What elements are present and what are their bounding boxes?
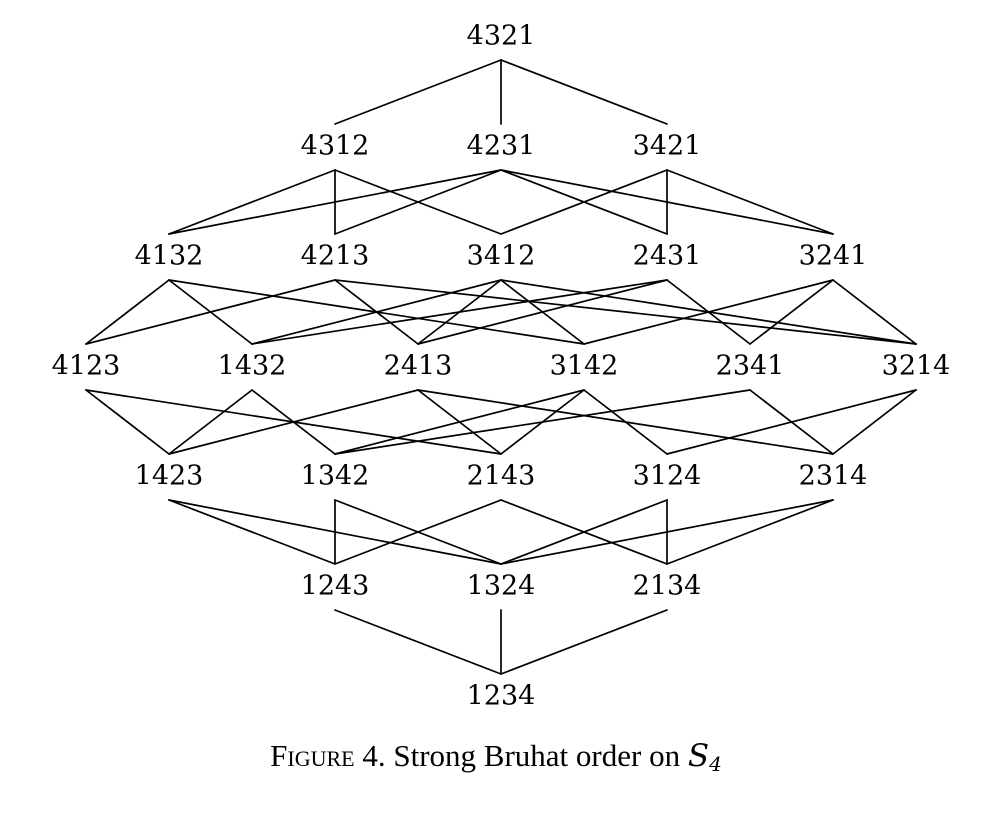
node-2413: 2413 — [384, 351, 453, 382]
edge-4213-3214 — [334, 279, 917, 345]
edge-4321-4312 — [334, 59, 502, 125]
node-3142: 3142 — [550, 351, 619, 382]
figure-caption: Figure 4. Strong Bruhat order on S4 — [0, 738, 992, 776]
edge-3142-1342 — [334, 389, 585, 455]
edge-3142-3124 — [583, 389, 668, 455]
caption-symbol-letter: S — [687, 738, 710, 774]
edge-2341-1342 — [334, 389, 751, 455]
caption-symbol-subscript: 4 — [709, 752, 722, 776]
hasse-diagram: 4321 4312 4231 3421 4132 4213 3412 2431 3241 4123… — [52, 21, 951, 712]
node-1234: 1234 — [467, 681, 536, 712]
caption-symbol: S4 — [687, 738, 722, 776]
edge-3241-3214 — [832, 279, 917, 345]
edge-2431-1432 — [251, 279, 668, 345]
node-4132: 4132 — [135, 241, 204, 272]
edge-1423-1243 — [168, 499, 336, 565]
edge-2134-1234 — [500, 609, 668, 675]
node-1324: 1324 — [467, 571, 536, 602]
nodes-layer: 4321 4312 4231 3421 4132 4213 3412 2431 3241 4123… — [52, 21, 951, 712]
caption-label: Figure — [270, 738, 355, 773]
edge-4231-4213 — [334, 169, 502, 235]
caption-number: 4. — [362, 738, 386, 773]
node-3124: 3124 — [633, 461, 702, 492]
edge-3214-2314 — [832, 389, 917, 455]
node-3421: 3421 — [633, 131, 702, 162]
node-1243: 1243 — [301, 571, 370, 602]
edge-3421-3412 — [500, 169, 668, 235]
edge-4231-4132 — [168, 169, 502, 235]
node-3214: 3214 — [882, 351, 951, 382]
edges-layer — [85, 59, 917, 675]
caption-text: Strong Bruhat order on — [393, 738, 681, 773]
edge-4321-3421 — [500, 59, 668, 125]
edge-2431-2413 — [417, 279, 668, 345]
edge-4123-1423 — [85, 389, 170, 455]
edge-1432-1423 — [168, 389, 253, 455]
edge-3412-1432 — [251, 279, 502, 345]
edge-2143-1243 — [334, 499, 502, 565]
node-2341: 2341 — [716, 351, 785, 382]
node-2431: 2431 — [633, 241, 702, 272]
node-4123: 4123 — [52, 351, 121, 382]
edge-3214-3124 — [666, 389, 917, 455]
edge-3241-3142 — [583, 279, 834, 345]
node-2134: 2134 — [633, 571, 702, 602]
edge-1243-1234 — [334, 609, 502, 675]
edge-4312-4132 — [168, 169, 336, 235]
node-4321: 4321 — [467, 21, 536, 52]
node-4312: 4312 — [301, 131, 370, 162]
edge-3421-3241 — [666, 169, 834, 235]
edge-2314-2134 — [666, 499, 834, 565]
node-1423: 1423 — [135, 461, 204, 492]
node-1342: 1342 — [301, 461, 370, 492]
edge-2314-1324 — [500, 499, 834, 565]
node-2314: 2314 — [799, 461, 868, 492]
node-2143: 2143 — [467, 461, 536, 492]
node-4213: 4213 — [301, 241, 370, 272]
edge-4132-4123 — [85, 279, 170, 345]
edge-2413-1423 — [168, 389, 419, 455]
edge-4213-4123 — [85, 279, 336, 345]
edge-3124-1324 — [500, 499, 668, 565]
edge-3241-2341 — [749, 279, 834, 345]
node-3412: 3412 — [467, 241, 536, 272]
node-4231: 4231 — [467, 131, 536, 162]
node-1432: 1432 — [218, 351, 287, 382]
node-3241: 3241 — [799, 241, 868, 272]
